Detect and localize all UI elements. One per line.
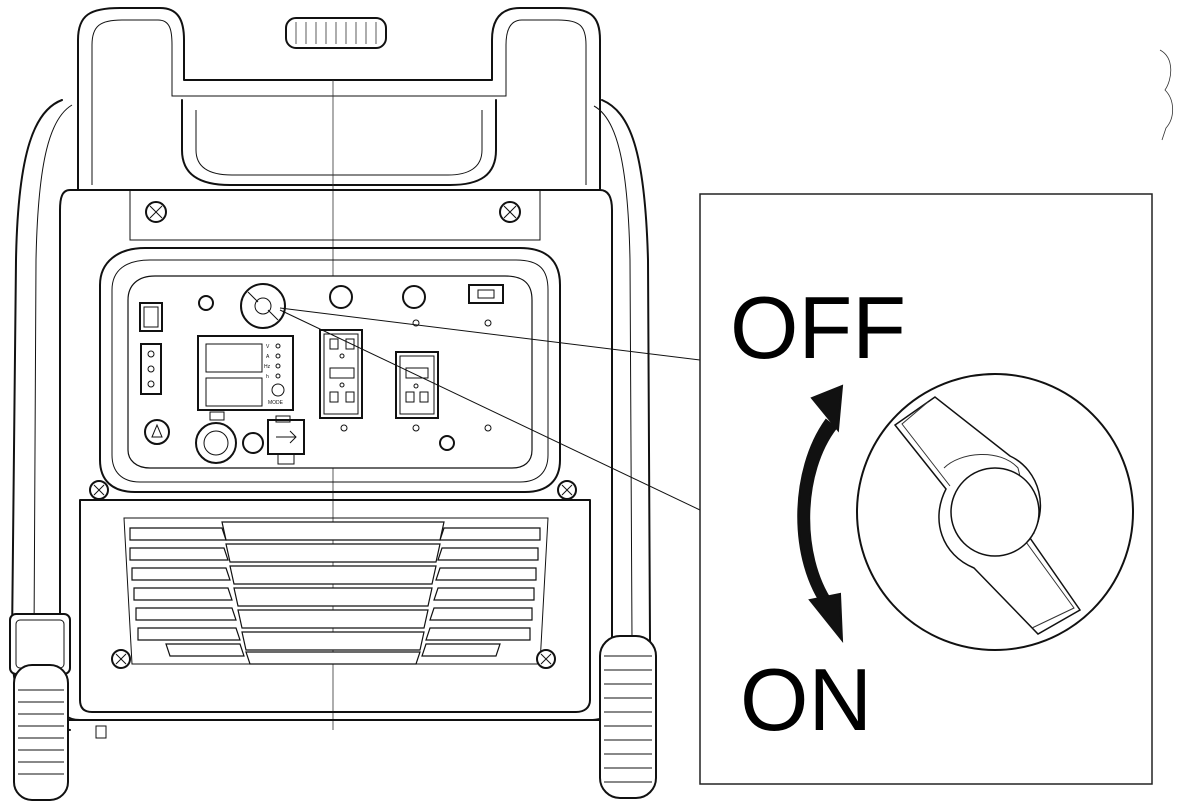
vent-grille (123, 517, 549, 665)
edge-sketch-mark (1159, 49, 1174, 141)
panel-plug-2 (402, 285, 426, 309)
rotation-arrow-icon (797, 384, 844, 644)
ac-outlet-right (395, 351, 439, 419)
screw-top-left (145, 201, 167, 223)
power-switch (139, 302, 163, 332)
generator: V A Hz h MODE (9, 7, 657, 801)
dc-outlet (195, 411, 237, 464)
dc-fuse (242, 432, 264, 454)
indicator-label-h: h (266, 374, 269, 380)
indicator-label-v: V (266, 344, 270, 350)
right-wheel (599, 635, 657, 799)
indicator-label-a: A (266, 354, 270, 360)
fuel-cap (285, 17, 387, 49)
leader-line-bottom (279, 309, 701, 511)
knob-detail (856, 373, 1134, 651)
control-panel-bezel (99, 247, 561, 493)
label-on: ON (740, 650, 872, 749)
screw-top-right (499, 201, 521, 223)
callout: OFF ON (279, 193, 1153, 785)
screw-bottom-right (536, 649, 556, 669)
indicator-strip (140, 343, 162, 395)
mode-button (271, 383, 285, 397)
left-wheel (9, 613, 71, 801)
panel-plug-1 (329, 285, 353, 309)
indicator-label-hz: Hz (264, 364, 271, 370)
fuel-knob (240, 283, 286, 329)
panel-indicator-bottom (439, 435, 455, 451)
mode-button-label: MODE (268, 400, 284, 406)
screw-mid-left (89, 480, 109, 500)
usb-port (267, 419, 305, 465)
carry-handle (77, 7, 601, 191)
ground-terminal (144, 419, 170, 445)
screw-bottom-left (111, 649, 131, 669)
screw-mid-right (557, 480, 577, 500)
ac-outlet-left (319, 329, 363, 419)
parallel-terminal (468, 284, 504, 304)
digital-display: V A Hz h MODE (197, 335, 294, 411)
indicator-lamp (198, 295, 214, 311)
label-off: OFF (730, 278, 906, 377)
leader-line-top (279, 307, 701, 361)
